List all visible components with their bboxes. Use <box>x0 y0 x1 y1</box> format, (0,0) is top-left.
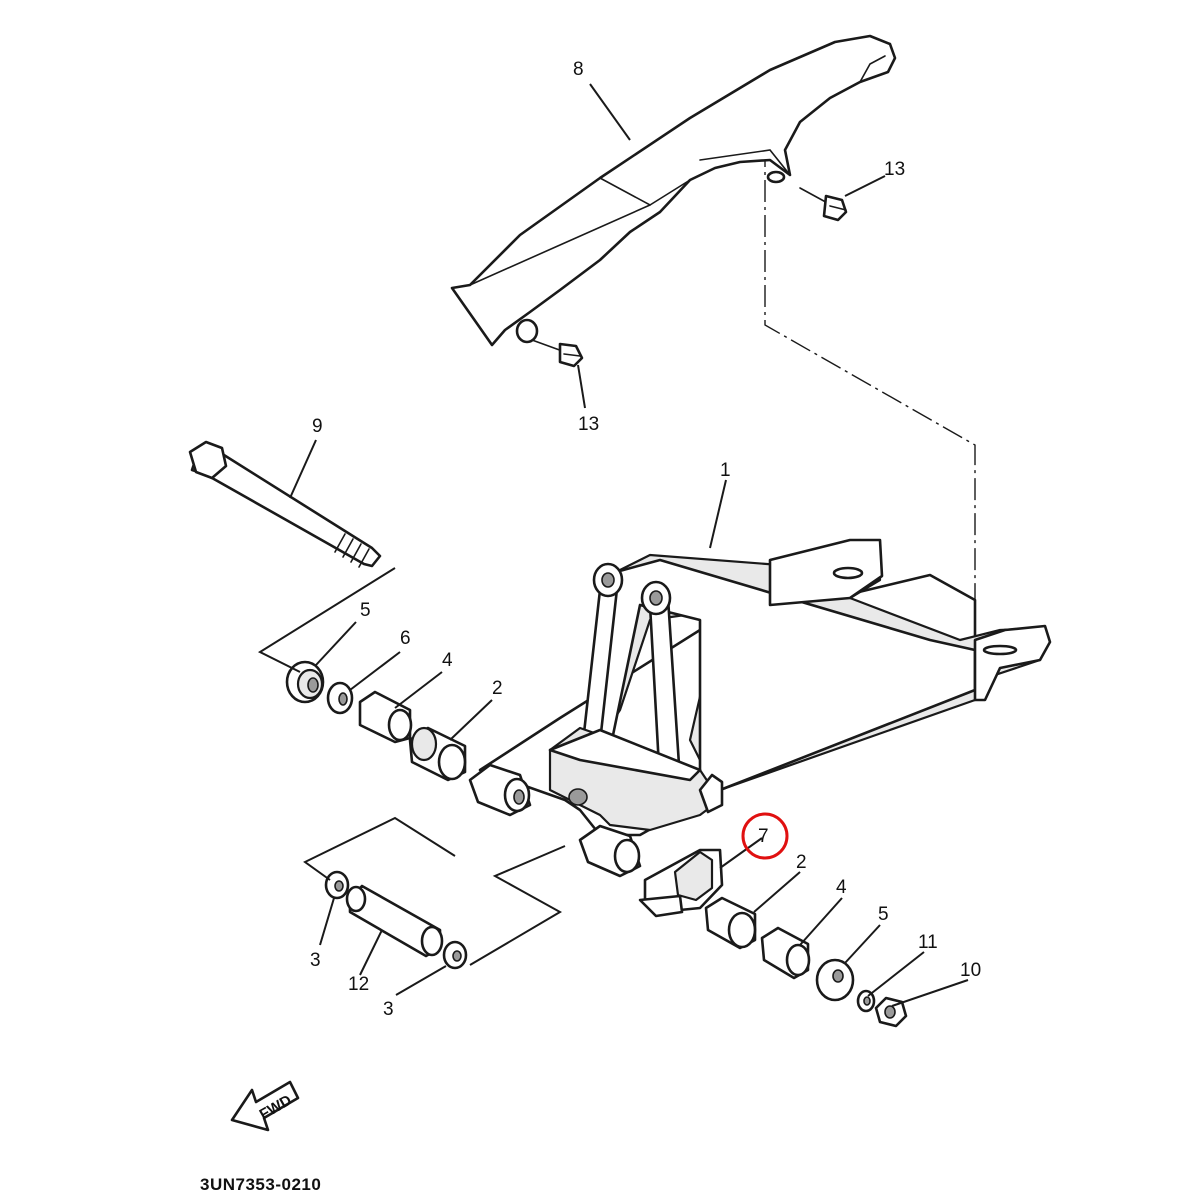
callout-2-left: 2 <box>492 678 503 699</box>
pivot-cover <box>638 848 724 918</box>
washer-upper <box>324 870 350 900</box>
callout-4-left: 4 <box>442 650 453 671</box>
callout-12: 8 <box>573 59 584 80</box>
callout-6: 6 <box>400 628 411 649</box>
callout-8: 12 <box>348 974 369 995</box>
right-exploded-parts <box>638 848 908 1028</box>
callout-11: 11 <box>918 932 938 953</box>
collar-left <box>358 690 413 744</box>
callout-2-right: 2 <box>796 852 807 873</box>
chain-case <box>450 34 897 347</box>
bushing-right <box>704 896 757 950</box>
callout-10: 10 <box>960 960 981 981</box>
fwd-arrow: FWD <box>230 1080 300 1132</box>
flange-bolt-upper <box>799 187 848 222</box>
callout-1: 1 <box>720 460 731 481</box>
pivot-shaft <box>188 440 382 568</box>
pivot-nut <box>874 996 908 1028</box>
assembly-reference-lines <box>764 145 976 640</box>
thrust-washer <box>326 681 354 715</box>
nut-washer <box>856 989 876 1013</box>
callout-5-right: 5 <box>878 904 889 925</box>
collar-right <box>760 926 811 980</box>
callout-7: 7 <box>758 826 769 847</box>
left-exploded-parts <box>285 660 468 970</box>
oil-seal-left <box>285 660 325 704</box>
callout-3-left: 3 <box>310 950 321 971</box>
bushing-left <box>408 726 467 782</box>
highlight-circle <box>741 812 789 860</box>
callout-9: 9 <box>312 416 323 437</box>
spacer-tube <box>345 884 444 958</box>
rear-arm <box>468 538 1052 878</box>
callout-labels: 8 13 13 9 1 5 6 4 2 7 2 4 5 11 10 3 12 3 <box>310 59 981 1020</box>
diagram-code: 3UN7353-0210 <box>200 1175 321 1194</box>
oil-seal-right <box>815 958 855 1002</box>
callout-13-upper: 13 <box>884 159 905 180</box>
washer-lower <box>442 940 468 970</box>
callout-3-right: 3 <box>383 999 394 1020</box>
leader-lines <box>257 83 969 1007</box>
callout-13-lower: 13 <box>578 414 599 435</box>
flange-bolt-lower <box>531 339 584 368</box>
callout-5-left: 5 <box>360 600 371 621</box>
callout-4-right: 4 <box>836 877 847 898</box>
